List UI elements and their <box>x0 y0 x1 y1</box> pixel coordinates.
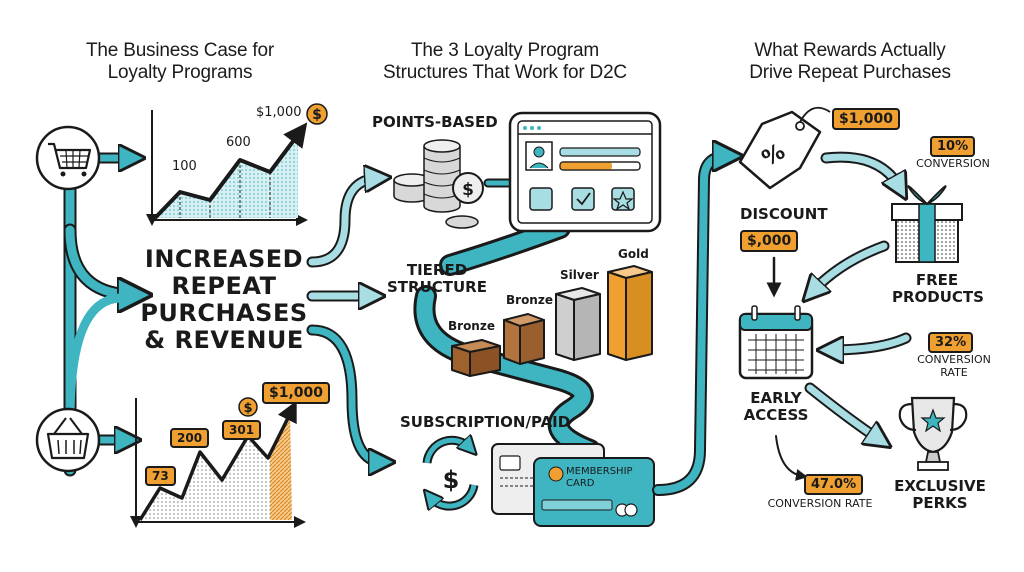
tablet-icon <box>508 111 662 233</box>
top-chart-label-600: 600 <box>226 135 251 150</box>
gift-icon <box>891 185 963 263</box>
tier-label-bronze-1: Bronze <box>448 319 495 333</box>
free-products-label: FREE PRODUCTS <box>892 271 984 307</box>
dollar-cycle-icon: $ <box>427 440 474 506</box>
winding-path <box>413 217 601 461</box>
exclusive-perks-label: EXCLUSIVE PERKS <box>894 477 986 513</box>
bottom-chart-label-200: 200 <box>170 428 210 448</box>
bottom-chart-label-73: 73 <box>145 466 176 486</box>
price-tag-icon: % <box>738 106 831 190</box>
bottom-chart-label-1000: $1,000 <box>262 382 331 404</box>
early-access-label: EARLY ACCESS <box>743 389 809 425</box>
tiered-structure-label: TIERED STRUCTURE <box>387 261 487 297</box>
svg-text:$: $ <box>312 107 322 123</box>
conversion-47-badge: 47.0% <box>804 474 864 495</box>
points-based-label: POINTS-BASED <box>372 113 498 131</box>
svg-text:$: $ <box>462 180 474 200</box>
top-growth-chart: $ <box>152 103 328 220</box>
tag-value-badge: $1,000 <box>832 108 901 130</box>
discount-value-badge: $,000 <box>740 230 799 252</box>
top-chart-label-100: 100 <box>172 159 197 174</box>
shopping-cart-icon <box>35 125 101 191</box>
top-chart-label-1000: $1,000 <box>256 105 302 120</box>
membership-card-text: MEMBERSHIP CARD <box>566 466 633 489</box>
tier-label-silver: Silver <box>560 268 599 282</box>
conversion-10-badge: 10% <box>930 136 976 157</box>
conversion-47-label: CONVERSION RATE <box>767 497 873 510</box>
svg-text:$: $ <box>443 466 460 494</box>
right-flow-arrows <box>766 151 912 481</box>
middle-column-title: The 3 Loyalty Program Structures That Wo… <box>383 40 627 83</box>
tier-label-bronze-2: Bronze <box>506 293 553 307</box>
right-column-title: What Rewards Actually Drive Repeat Purch… <box>749 40 951 83</box>
svg-text:$: $ <box>243 401 252 416</box>
middle-flow-arrows <box>306 178 517 462</box>
discount-label: DISCOUNT <box>740 205 828 223</box>
calendar-icon <box>738 305 814 380</box>
increased-repeat-purchases-heading: INCREASED REPEAT PURCHASES & REVENUE <box>140 245 308 354</box>
trophy-icon <box>898 396 968 471</box>
tier-blocks <box>451 265 653 377</box>
bottom-chart-label-301: 301 <box>222 420 262 440</box>
conversion-32-label: CONVERSION RATE <box>917 353 991 379</box>
conversion-32-badge: 32% <box>928 332 974 353</box>
connector-to-right <box>652 156 728 496</box>
left-column-title: The Business Case for Loyalty Programs <box>86 40 274 83</box>
conversion-10-label: CONVERSION <box>916 157 990 170</box>
tier-label-gold: Gold <box>618 247 649 261</box>
subscription-paid-label: SUBSCRIPTION/PAID <box>400 413 571 431</box>
coins-icon: $ <box>393 139 484 229</box>
bottom-growth-chart: $ <box>136 397 300 522</box>
credit-card-icon <box>491 443 655 527</box>
basket-icon <box>35 407 101 473</box>
